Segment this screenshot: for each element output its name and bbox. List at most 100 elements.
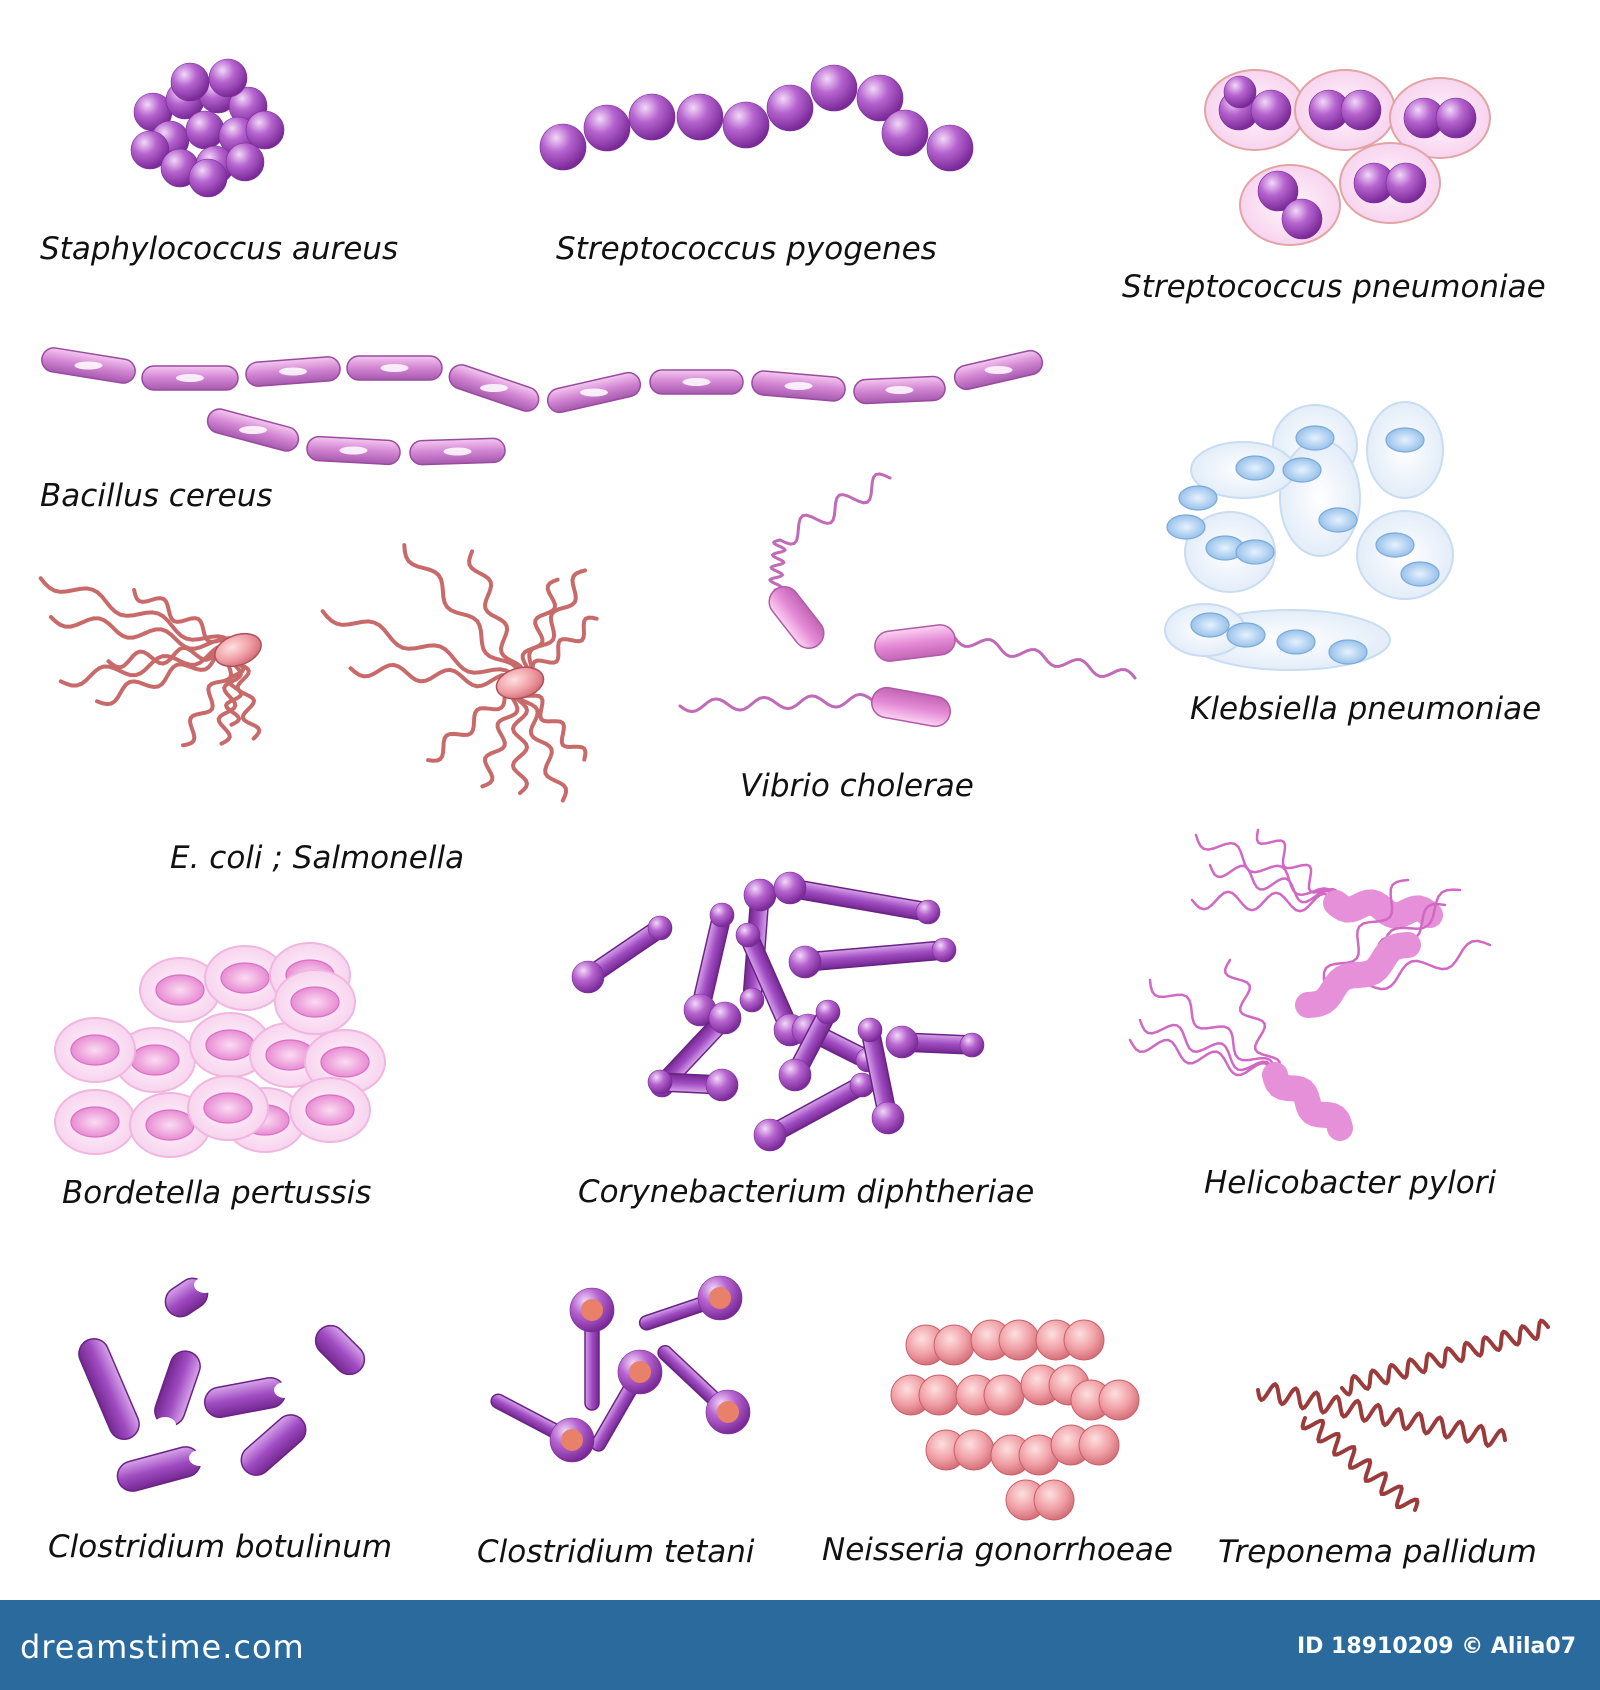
pneumococcus-pairs [1204, 69, 1491, 246]
clostridium-tetani-drumsticks [490, 1275, 751, 1463]
label-bordetella-pertussis: Bordetella pertussis [62, 1175, 372, 1211]
coryne-club-end [709, 902, 735, 928]
label-clostridium-botulinum: Clostridium botulinum [48, 1529, 393, 1565]
flagellum [320, 609, 522, 685]
footer-bar: dreamstime.com ID 18910209 © Alila07 [0, 1600, 1600, 1690]
spore-spot [580, 388, 608, 397]
label-bacillus-cereus: Bacillus cereus [40, 478, 273, 514]
diplococcus [1250, 89, 1292, 131]
klebsiella-cell [1190, 612, 1230, 638]
staph-coccus [170, 62, 210, 102]
klebsiella-cell [1235, 455, 1275, 481]
flagellum [518, 577, 560, 685]
klebsiella-cell [1178, 485, 1218, 511]
bordetella-cell [155, 974, 205, 1006]
coryne-club-end [815, 999, 841, 1025]
flagellum [48, 615, 240, 652]
strep-coccus [539, 123, 587, 171]
spore-spot [74, 361, 103, 370]
klebsiella-cell [1385, 427, 1425, 453]
neisseria-coccus [983, 1374, 1025, 1416]
helicobacter-flagellum [1128, 1038, 1277, 1077]
clostridium-botulinum-rods [78, 1277, 366, 1492]
helicobacter-flagellum [1255, 828, 1339, 905]
neisseria-coccus [933, 1324, 975, 1366]
spore-spot [480, 384, 508, 392]
bordetella-cell [220, 962, 270, 994]
spore-spot [239, 426, 267, 434]
coryne-club-end [959, 1032, 985, 1058]
subterminal-spore [154, 1417, 176, 1433]
strep-coccus [810, 64, 858, 112]
staph-coccus [185, 110, 225, 150]
helicobacter-body [1295, 932, 1421, 1018]
botulinum-rod [203, 1377, 287, 1418]
botulinum-rod [78, 1338, 140, 1440]
coryne-club-end [857, 1017, 883, 1043]
coryne-club-end [871, 1101, 905, 1135]
vibrio-flagellum [953, 636, 1137, 680]
vibrio-body [768, 586, 825, 649]
ecoli-body [495, 666, 545, 700]
bordetella-cell [205, 1029, 255, 1061]
spore-core [581, 1299, 603, 1321]
spore-spot [380, 364, 409, 372]
bordetella-cell [130, 1044, 180, 1076]
vibrio-flagellum [768, 538, 787, 592]
diplococcus [1257, 170, 1299, 212]
bordetella-cell [203, 1092, 253, 1124]
klebsiella-cell [1400, 561, 1440, 587]
coryne-club-end [739, 987, 765, 1013]
botulinum-rod [154, 1350, 201, 1427]
neisseria-coccus [1078, 1424, 1120, 1466]
spore-spot [279, 367, 307, 376]
klebsiella-cell [1226, 622, 1266, 648]
strep-coccus [926, 124, 974, 172]
vibrio-cells [678, 472, 1137, 728]
capsule [1279, 439, 1361, 557]
helicobacter-body [1262, 1062, 1353, 1141]
streptococcus-chain [539, 64, 974, 172]
vibrio-body [871, 686, 951, 728]
staph-coccus [208, 58, 248, 98]
strep-coccus [628, 93, 676, 141]
helicobacter-body [1323, 889, 1443, 929]
neisseria-coccus [998, 1319, 1040, 1361]
footer-image-id: ID 18910209 © Alila07 [1297, 1634, 1576, 1659]
neisseria-coccus [1033, 1479, 1075, 1521]
strep-coccus [856, 74, 904, 122]
flagellum [58, 643, 240, 688]
flagellum [510, 681, 530, 795]
diplococcus [1385, 162, 1427, 204]
vibrio-body [874, 624, 956, 662]
neisseria-coccus [1098, 1379, 1140, 1421]
klebsiella-cell [1282, 457, 1322, 483]
coryne-rod [804, 941, 945, 971]
neisseria-diplococci [890, 1319, 1140, 1521]
staph-coccus [225, 142, 265, 182]
klebsiella-cells [1164, 401, 1454, 671]
strep-coccus [766, 84, 814, 132]
coryne-club-end [788, 945, 822, 979]
treponema-spiral [1300, 1416, 1420, 1512]
coryne-club-end [773, 871, 807, 905]
helicobacter-flagellum [1223, 958, 1282, 1077]
diplococcus [1281, 198, 1323, 240]
botulinum-rod [116, 1446, 202, 1492]
label-neisseria-gonorrhoeae: Neisseria gonorrhoeae [822, 1532, 1173, 1568]
neisseria-coccus [918, 1374, 960, 1416]
label-ecoli-salmonella: E. coli ; Salmonella [170, 840, 465, 876]
klebsiella-cell [1166, 514, 1206, 540]
coryne-club-end [571, 960, 605, 994]
spore-spot [176, 374, 204, 382]
diplococcus [1340, 89, 1382, 131]
coryne-club-end [753, 1118, 787, 1152]
ecoli-body [214, 632, 262, 668]
bordetella-cell [290, 986, 340, 1018]
coryne-club-end [915, 899, 941, 925]
label-streptococcus-pyogenes: Streptococcus pyogenes [556, 231, 937, 267]
corynebacterium-cells [571, 871, 985, 1152]
coryne-club-end [705, 1068, 739, 1102]
strep-coccus [583, 104, 631, 152]
